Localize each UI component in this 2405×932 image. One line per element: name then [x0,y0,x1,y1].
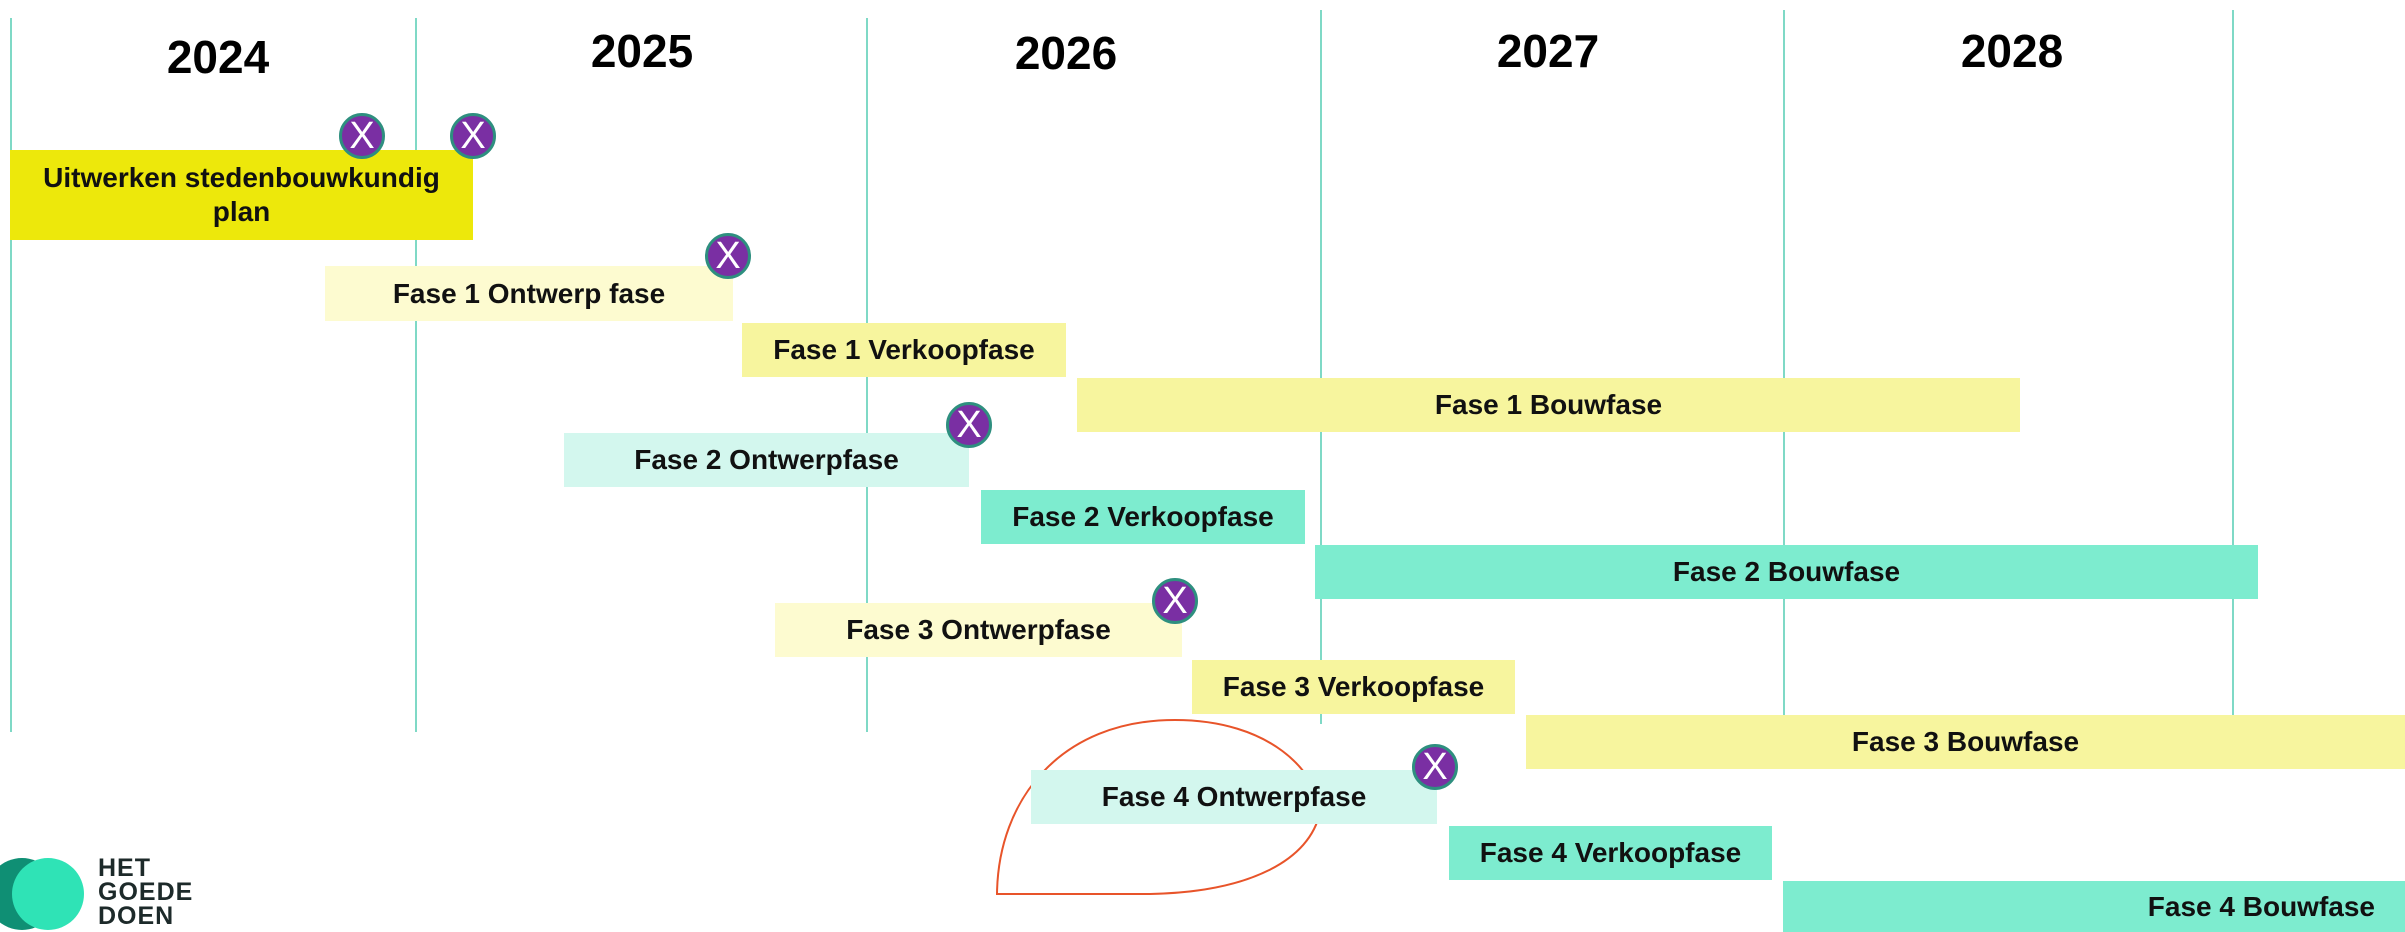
year-divider [415,18,417,732]
phase-bar-fase2-verkoop: Fase 2 Verkoopfase [981,490,1305,544]
phase-bar-fase1-verkoop: Fase 1 Verkoopfase [742,323,1066,377]
year-label-2025: 2025 [590,25,694,77]
milestone-marker: X [1412,744,1458,790]
phase-bar-fase2-ontwerp: Fase 2 Ontwerpfase [564,433,969,487]
phase-bar-uitwerken: Uitwerken stedenbouwkundig plan [10,150,473,240]
phase-bar-fase1-ontwerp: Fase 1 Ontwerp fase [325,266,733,321]
phase-bar-fase4-ontwerp: Fase 4 Ontwerpfase [1031,770,1437,824]
phase-bar-fase3-ontwerp: Fase 3 Ontwerpfase [775,603,1182,657]
milestone-marker: X [339,113,385,159]
year-label-2028: 2028 [1960,25,2064,77]
year-divider [1320,10,1322,724]
phase-bar-fase1-bouw: Fase 1 Bouwfase [1077,378,2020,432]
logo-text-line: DOEN [98,902,175,930]
year-divider [2232,10,2234,724]
phase-bar-fase4-verkoop: Fase 4 Verkoopfase [1449,826,1772,880]
logo-text-line: HET [98,854,151,882]
phase-bar-fase4-bouw: Fase 4 Bouwfase [1783,881,2405,932]
phase-bar-fase3-verkoop: Fase 3 Verkoopfase [1192,660,1515,714]
year-divider [10,18,12,732]
phase-bar-fase3-bouw: Fase 3 Bouwfase [1526,715,2405,769]
milestone-marker: X [450,113,496,159]
year-divider [1783,10,1785,724]
year-label-2027: 2027 [1496,25,1600,77]
logo-mark-icon [0,858,84,930]
phase-bar-fase2-bouw: Fase 2 Bouwfase [1315,545,2258,599]
logo-text-line: GOEDE [98,878,194,906]
milestone-marker: X [946,402,992,448]
het-goede-doen-logo: HET GOEDE DOEN [0,852,210,932]
year-label-2024: 2024 [166,31,270,83]
milestone-marker: X [1152,578,1198,624]
milestone-marker: X [705,233,751,279]
year-label-2026: 2026 [1014,27,1118,79]
